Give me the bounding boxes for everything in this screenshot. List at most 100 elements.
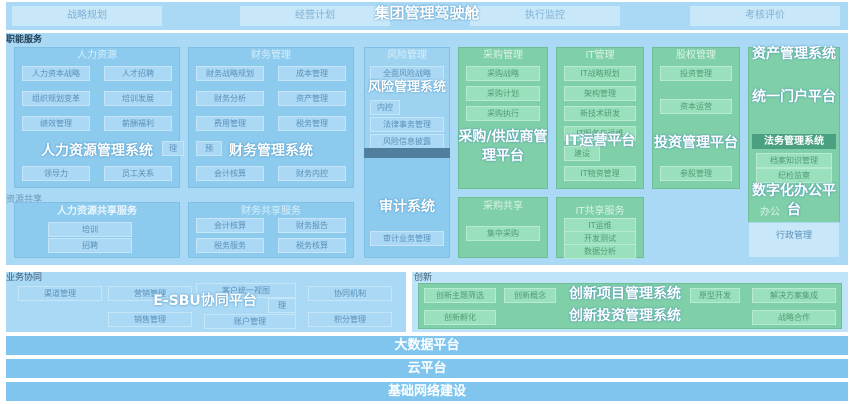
business-item-partial: 理 — [268, 298, 296, 313]
it-title: IT管理 — [585, 50, 615, 61]
bigdata-platform-bar: 大数据平台 — [6, 336, 848, 355]
business-item: 销售管理 — [108, 312, 192, 327]
finance-shared-item: 财务报告 — [278, 218, 346, 233]
finance-item: 财务分析 — [196, 91, 264, 106]
risk-item: 内控 — [370, 100, 400, 115]
innovation-item: 原型开发 — [690, 288, 740, 303]
hr-shared-item: 招聘 — [48, 238, 132, 253]
it-item: 新技术研发 — [564, 106, 636, 121]
hr-item: 人力资本战略 — [22, 66, 90, 81]
procurement-shared-title: 采购共享 — [483, 201, 523, 212]
hr-title: 人力资源 — [77, 50, 117, 61]
innovation-item: 创新孵化 — [424, 310, 496, 325]
innovation-item: 创新主题筛选 — [424, 288, 496, 303]
hr-shared-title: 人力资源共享服务 — [57, 206, 137, 217]
tab-plan — [240, 6, 390, 26]
hr-item: 领导力 — [22, 166, 90, 181]
equity-system-label: 投资管理平台 — [654, 135, 738, 151]
finance-item-partial: 预 — [196, 141, 222, 156]
tab-strategy — [12, 6, 162, 26]
hr-item-partial: 理 — [162, 141, 184, 156]
tab-strategy-label: 战略规划 — [67, 10, 107, 21]
tab-monitor-label: 执行监控 — [525, 10, 565, 21]
finance-shared-item: 税务核算 — [278, 238, 346, 253]
business-item: 积分管理 — [308, 312, 392, 327]
hr-item: 组织规划变革 — [22, 91, 90, 106]
it-shared-item: 数据分析 — [564, 244, 636, 259]
hr-item: 培训发展 — [104, 91, 172, 106]
business-item: 客户统一视图 — [196, 283, 296, 298]
tab-monitor — [470, 6, 620, 26]
cloud-platform-bar: 云平台 — [6, 359, 848, 378]
equity-title: 股权管理 — [676, 50, 716, 61]
it-system-label: IT运营平台 — [564, 133, 636, 149]
finance-item: 费用管理 — [196, 116, 264, 131]
audit-divider — [364, 148, 450, 158]
tab-plan-label: 经营计划 — [295, 10, 335, 21]
innovation-label: 创新 — [414, 273, 433, 283]
equity-item: 投资管理 — [660, 66, 732, 81]
innovation-item: 战略合作 — [752, 310, 836, 325]
it-item: IT战略规划 — [564, 66, 636, 81]
finance-item: 税务管理 — [278, 116, 346, 131]
finance-shared-title: 财务共享服务 — [241, 206, 301, 217]
hr-item: 人才招聘 — [104, 66, 172, 81]
audit-item: 审计业务管理 — [370, 231, 444, 246]
it-shared-title: IT共享服务 — [575, 206, 625, 217]
audit-system-label: 审计系统 — [379, 199, 435, 215]
portal-system-label: 统一门户平台 — [752, 89, 836, 105]
finance-shared-item: 税务服务 — [196, 238, 264, 253]
hr-item: 员工关系 — [104, 166, 172, 181]
tab-evaluation — [690, 6, 840, 26]
finance-title: 财务管理 — [251, 50, 291, 61]
hr-item: 薪酬福利 — [104, 116, 172, 131]
finance-item: 会计核算 — [196, 166, 264, 181]
equity-item: 资本运营 — [660, 99, 732, 114]
risk-title: 风险管理 — [387, 50, 427, 61]
risk-item: 法律事务管理 — [370, 117, 444, 132]
risk-item: 全面风险战略 — [370, 66, 444, 81]
procurement-title: 采购管理 — [483, 50, 523, 61]
functional-services-label: 职能服务 — [6, 35, 43, 45]
it-item: IT物资管理 — [564, 166, 636, 181]
finance-item: 资产管理 — [278, 91, 346, 106]
it-item: IT服务与运维 — [564, 126, 636, 141]
resource-sharing-label: 资源共享 — [6, 195, 43, 205]
legal-system-bar — [752, 134, 836, 149]
network-infrastructure-bar: 基础网络建设 — [6, 382, 848, 401]
admin-item: 纪检监察 — [756, 168, 832, 183]
admin-item: 档案知识管理 — [756, 153, 832, 168]
innovation-item: 创新概念 — [504, 288, 556, 303]
innovation-item: 解决方案集成 — [752, 288, 836, 303]
procurement-item: 采购计划 — [466, 86, 540, 101]
office-system-label: 数字化办公平台 — [752, 183, 836, 218]
business-item: 渠道管理 — [18, 286, 102, 301]
office-shared-item: 行政管理 — [756, 230, 832, 243]
procurement-item: 采购战略 — [466, 66, 540, 81]
procurement-item: 采购执行 — [466, 106, 540, 121]
procurement-system-label: 采购/供应商管理平台 — [458, 129, 548, 164]
hr-shared-item: 培训 — [48, 222, 132, 237]
finance-system-label: 财务管理系统 — [229, 143, 313, 159]
business-system-label: E-SBU协同平台 — [153, 293, 257, 309]
finance-item: 成本管理 — [278, 66, 346, 81]
risk-item: 风险信息披露 — [370, 134, 444, 149]
innovation-project-system-label: 创新项目管理系统 — [569, 286, 681, 302]
legal-system-label: 法务管理系统 — [764, 136, 824, 147]
finance-item: 财务战略规划 — [196, 66, 264, 81]
office-shared-partial: 办公 — [760, 207, 780, 218]
page-title: 集团管理驾驶舱 — [374, 4, 480, 22]
risk-system-label: 风险管理系统 — [367, 80, 446, 95]
it-item: 架构管理 — [564, 86, 636, 101]
innovation-investment-system-label: 创新投资管理系统 — [569, 308, 681, 324]
hr-system-label: 人力资源管理系统 — [41, 143, 153, 159]
it-item: 建设 — [564, 146, 600, 161]
business-collaboration-label: 业务协同 — [6, 273, 43, 283]
hr-item: 绩效管理 — [22, 116, 90, 131]
assets-system-label: 资产管理系统 — [752, 46, 836, 62]
tab-evaluation-label: 考核评价 — [745, 10, 785, 21]
business-item: 协同机制 — [308, 286, 392, 301]
procurement-shared-item: 集中采购 — [466, 226, 540, 241]
business-item: 营销管理 — [108, 286, 192, 301]
